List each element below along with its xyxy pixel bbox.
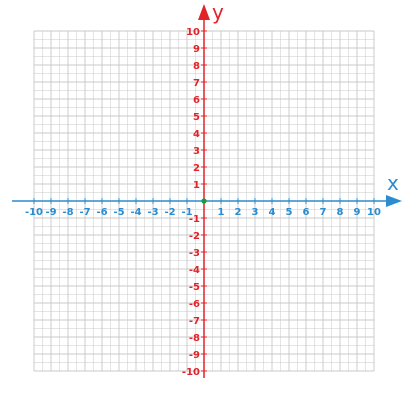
origin-point [201, 198, 207, 204]
y-tick-label: -6 [189, 299, 200, 310]
x-tick-label: 5 [286, 207, 293, 218]
x-tick-label: -3 [147, 207, 158, 218]
y-tick-label: 2 [193, 163, 200, 174]
y-tick-label: -10 [182, 367, 200, 378]
y-tick-label: -7 [189, 316, 200, 327]
x-tick-label: 6 [303, 207, 310, 218]
x-tick-label: -1 [181, 207, 192, 218]
x-axis-arrow-right [386, 195, 402, 207]
x-tick-label: 2 [235, 207, 242, 218]
x-tick-label: -4 [130, 207, 141, 218]
y-tick-label: -9 [189, 350, 200, 361]
y-tick-label: 10 [186, 27, 200, 38]
x-tick-label: -9 [45, 207, 56, 218]
x-tick-label: 8 [337, 207, 344, 218]
y-axis-arrow-up [198, 4, 210, 20]
y-tick-label: -3 [189, 248, 200, 259]
y-tick-label: 6 [193, 95, 200, 106]
y-tick-label: 8 [193, 61, 200, 72]
x-tick-label: -7 [79, 207, 90, 218]
y-tick-label: 4 [193, 129, 200, 140]
y-tick-label: 7 [193, 78, 200, 89]
x-tick-label: 1 [218, 207, 225, 218]
y-tick-label: 1 [193, 180, 200, 191]
y-tick-label: -1 [189, 214, 200, 225]
x-axis-label: x [387, 171, 399, 195]
x-tick-label: 4 [269, 207, 276, 218]
y-axis [198, 4, 210, 378]
y-axis-label: y [212, 0, 224, 24]
y-tick-label: -5 [189, 282, 200, 293]
y-tick-label: 5 [193, 112, 200, 123]
y-tick-label: -4 [189, 265, 200, 276]
x-tick-label: 7 [320, 207, 327, 218]
y-tick-label: 9 [193, 44, 200, 55]
x-tick-label: 10 [367, 207, 381, 218]
x-tick-label: 3 [252, 207, 259, 218]
x-tick-label: -8 [62, 207, 73, 218]
y-tick-label: 3 [193, 146, 200, 157]
x-tick-label: -5 [113, 207, 124, 218]
x-tick-label: 9 [354, 207, 361, 218]
x-tick-label: -2 [164, 207, 175, 218]
y-tick-labels: 10 9 8 7 6 5 4 3 2 1 -1 -2 -3 -4 -5 -6 -7 -8 -9 -10 [182, 27, 207, 378]
y-tick-label: -2 [189, 231, 200, 242]
x-tick-label: -10 [25, 207, 43, 218]
x-axis [12, 195, 402, 207]
y-tick-label: -8 [189, 333, 200, 344]
x-tick-label: -6 [96, 207, 107, 218]
